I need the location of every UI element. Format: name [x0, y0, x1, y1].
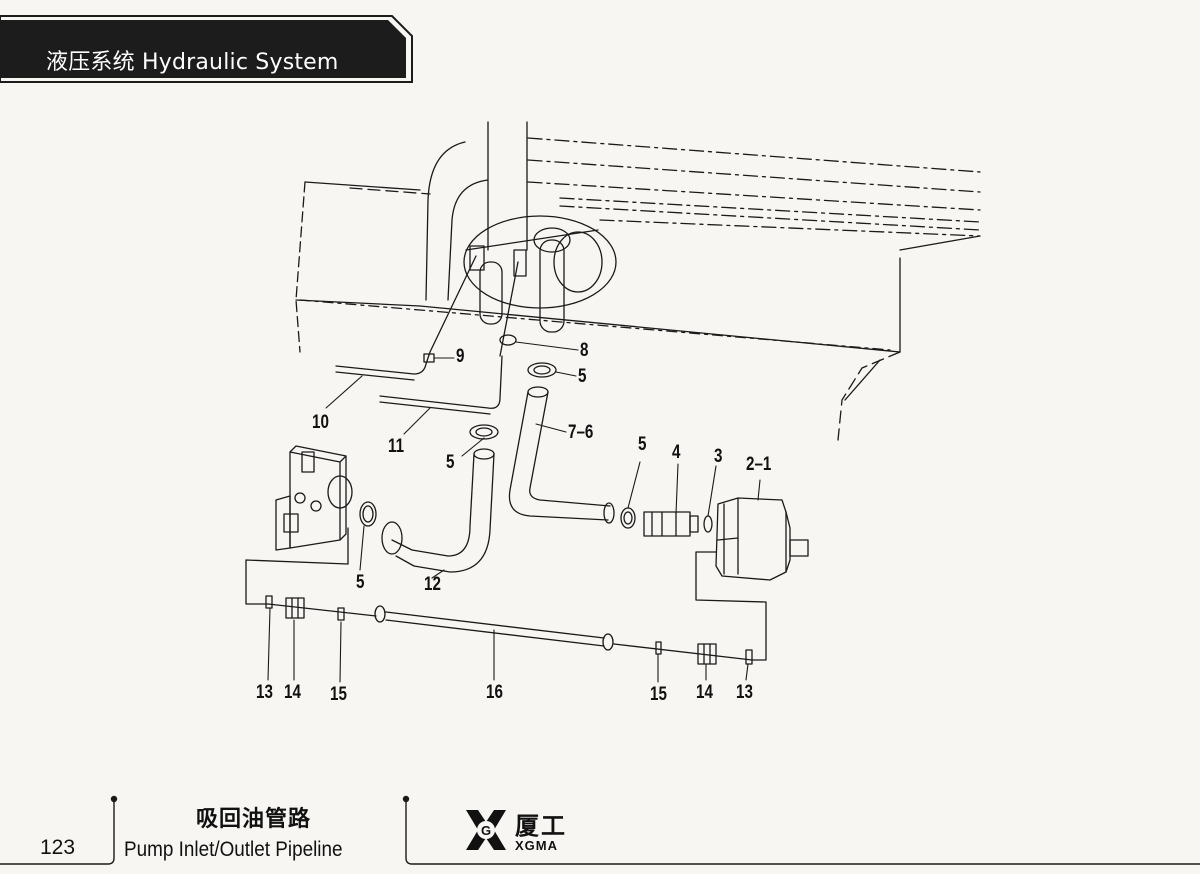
callout-10: 10: [312, 412, 329, 433]
page-number: 123: [40, 836, 76, 859]
part-15-seal-right: [655, 641, 662, 655]
assembly-bracket-lines: [245, 527, 767, 661]
section-header-tab: 液压系统 Hydraulic System: [0, 12, 414, 83]
part-10-return-tube: [335, 255, 477, 381]
callout-3: 3: [714, 446, 723, 467]
part-14-fitting-right: [697, 643, 717, 665]
header-tab-shape: [0, 15, 413, 83]
part-16-hose: [374, 605, 614, 651]
callout-16: 16: [486, 682, 503, 703]
callout-13-left: 13: [256, 682, 273, 703]
part-13-o-ring-left: [265, 595, 273, 609]
part-15-seal-left: [337, 607, 345, 621]
footer-title-en: Pump Inlet/Outlet Pipeline: [124, 838, 343, 861]
part-5-o-ring-valve: [359, 501, 377, 527]
part-13-o-ring-right: [745, 649, 753, 665]
callout-5-top: 5: [578, 366, 587, 387]
tank-port-pipes: [469, 227, 603, 333]
part-3-o-ring: [703, 515, 713, 533]
part-5-gasket-mid: [469, 424, 499, 440]
part-5-gasket-pump: [620, 507, 636, 529]
part-5-gasket-top: [527, 362, 557, 378]
part-14-fitting-left: [285, 597, 305, 619]
logo-text-en: XGMA: [515, 838, 558, 853]
valve-block: [275, 445, 353, 551]
callout-5-pump: 5: [638, 434, 647, 455]
part-7-6-suction-pipe: [508, 386, 615, 524]
part-11-tube: [379, 261, 519, 415]
section-title: 液压系统 Hydraulic System: [46, 50, 339, 75]
footer-title-cn: 吸回油管路: [196, 807, 312, 832]
callout-7-6: 7–6: [568, 422, 594, 443]
callout-2-1: 2–1: [746, 454, 772, 475]
callout-5-valve: 5: [356, 572, 365, 593]
callout-5-mid: 5: [446, 452, 455, 473]
callout-15-right: 15: [650, 684, 667, 705]
part-2-1-gear-pump: [715, 497, 809, 581]
part-4-adapter: [643, 511, 699, 537]
callout-14-left: 14: [284, 682, 301, 703]
logo-text-cn: 厦工: [515, 812, 567, 840]
hose-line-left: [267, 603, 377, 617]
callout-leaders: [267, 341, 761, 683]
part-12-return-pipe: [381, 448, 495, 573]
callout-8: 8: [580, 340, 589, 361]
callout-4: 4: [672, 442, 681, 463]
hose-line-right: [613, 643, 753, 661]
callout-14-right: 14: [696, 682, 713, 703]
callout-9: 9: [456, 346, 465, 367]
callout-15-left: 15: [330, 684, 347, 705]
part-8-o-ring: [499, 334, 517, 346]
hydraulic-tank: [295, 121, 981, 441]
callout-11: 11: [388, 436, 405, 457]
callout-13-right: 13: [736, 682, 753, 703]
callout-12: 12: [424, 574, 441, 595]
